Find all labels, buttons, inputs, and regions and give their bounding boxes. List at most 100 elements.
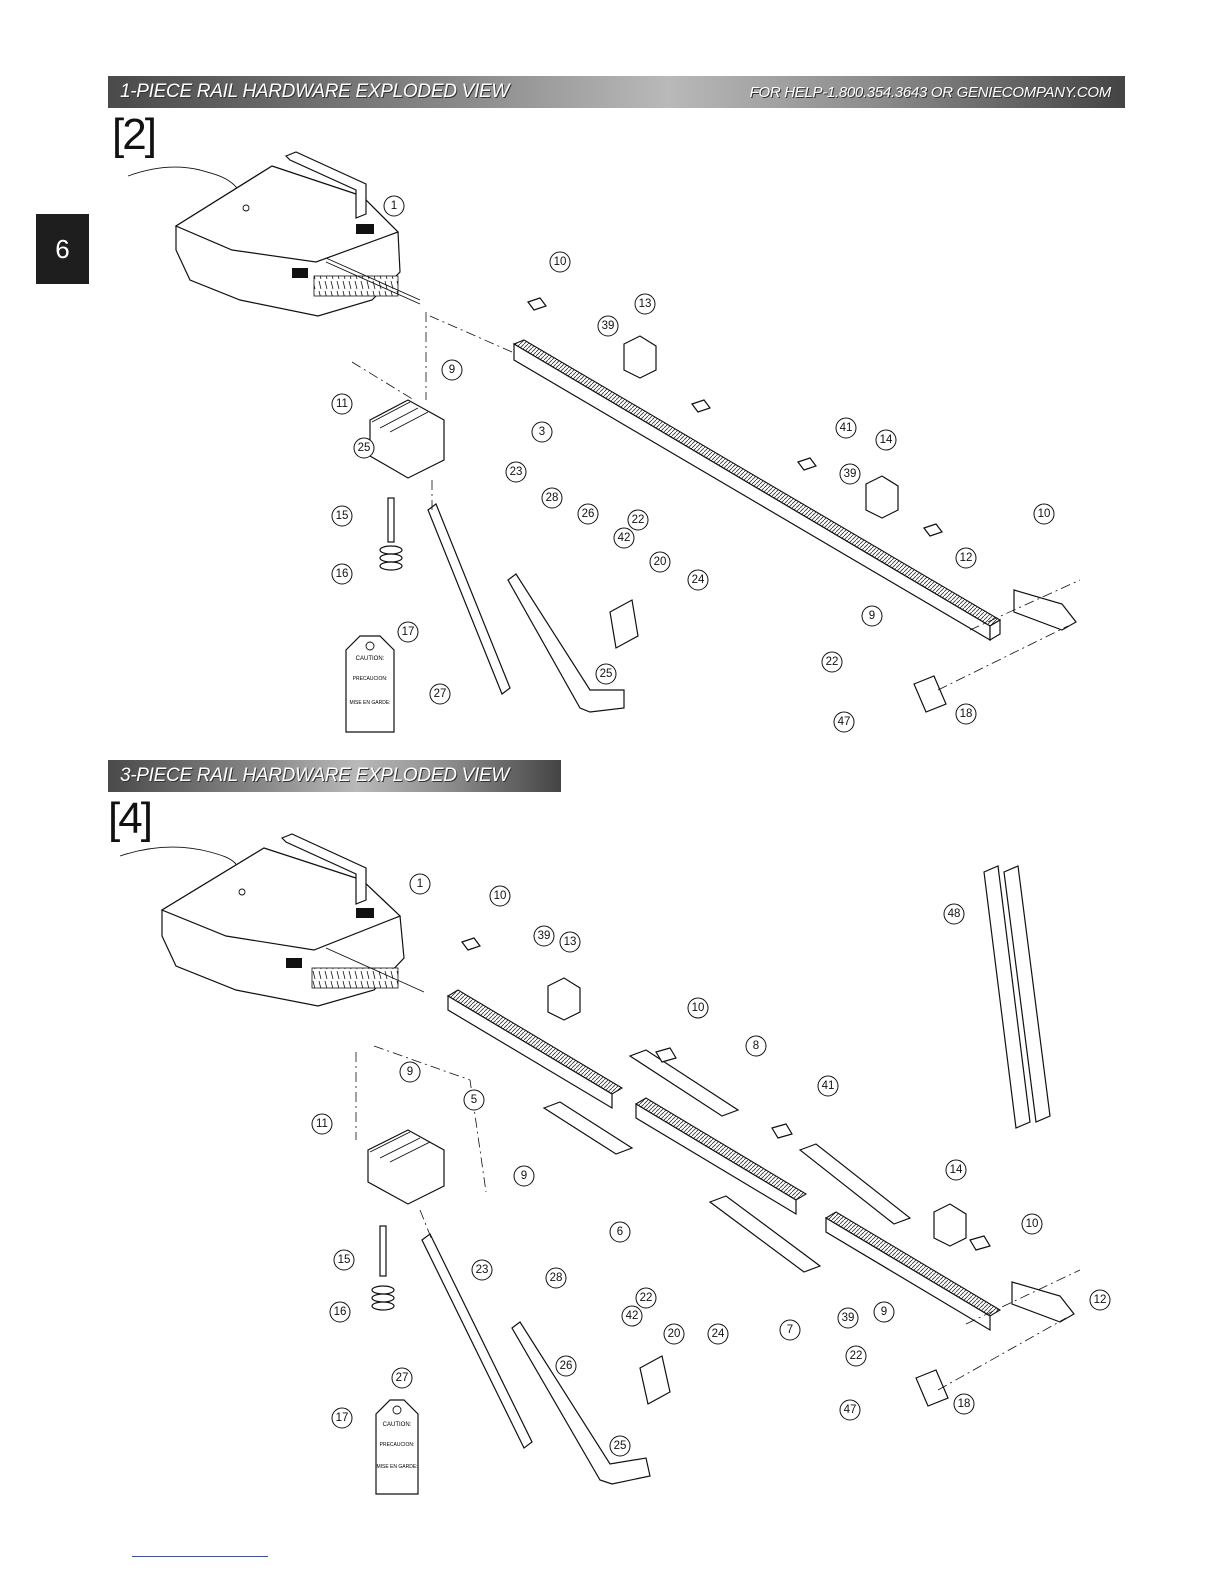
svg-text:20: 20 [654,556,667,568]
svg-text:13: 13 [639,298,652,310]
svg-text:1: 1 [417,878,423,890]
callout: 41 [817,1075,839,1097]
svg-text:42: 42 [618,532,631,544]
svg-text:47: 47 [838,716,851,728]
svg-text:10: 10 [1038,508,1051,520]
callout: 20 [649,551,671,573]
svg-text:20: 20 [668,1328,681,1340]
svg-text:18: 18 [958,1398,971,1410]
svg-text:39: 39 [602,320,615,332]
svg-text:25: 25 [358,442,371,454]
callouts-diagram-1: 1 10 13 39 9 3 11 25 41 14 39 23 28 26 2… [331,195,1055,733]
callouts-diagram-2: 1 10 39 13 48 10 8 9 5 41 11 9 6 14 10 1… [311,873,1111,1457]
callout: 25 [609,1435,631,1457]
spring-15 [387,497,395,543]
callout: 22 [627,509,649,531]
callout: 12 [1089,1289,1111,1311]
help-contact: FOR HELP-1.800.354.3643 OR GENIECOMPANY.… [749,83,1112,101]
clip [923,523,943,537]
reinforcement-bracket-48 [983,865,1031,1129]
callout: 9 [513,1165,535,1187]
figure-label-4: [4] [108,794,153,843]
callout: 13 [559,931,581,953]
svg-text:28: 28 [546,492,559,504]
nut-stack-16 [371,1285,395,1311]
hanger-14 [865,475,899,519]
svg-text:24: 24 [692,574,705,586]
callout: 28 [541,487,563,509]
tag-mise: MISE EN GARDE: [376,1464,417,1470]
warning-tag-1: CAUTION: PRECAUCION: MISE EN GARDE: [345,635,395,733]
callout: 23 [471,1259,493,1281]
splice-bracket [708,1195,822,1273]
svg-text:10: 10 [692,1002,705,1014]
clip [527,297,547,311]
rail-section-7 [824,1211,1002,1332]
callout: 18 [955,703,977,725]
callout: 15 [333,1249,355,1271]
svg-text:13: 13 [564,936,577,948]
callout: 16 [329,1301,351,1323]
tag-precaucion: PRECAUCION: [380,1442,415,1448]
callout: 10 [489,885,511,907]
callout: 48 [943,903,965,925]
callout: 17 [331,1407,353,1429]
svg-text:26: 26 [560,1360,573,1372]
callout: 14 [945,1159,967,1181]
svg-text:14: 14 [880,434,893,446]
hanger-13 [547,977,581,1021]
callout: 26 [555,1355,577,1377]
svg-text:22: 22 [632,514,645,526]
callout: 41 [835,417,857,439]
svg-text:26: 26 [582,508,595,520]
svg-text:24: 24 [712,1328,725,1340]
svg-text:6: 6 [617,1226,623,1238]
callout: 47 [833,711,855,733]
section-banner-3-piece: 3-PIECE RAIL HARDWARE EXPLODED VIEW [108,760,561,792]
callout: 25 [595,663,617,685]
svg-text:23: 23 [476,1264,489,1276]
page-tab: 6 [36,214,89,284]
hanger-13 [623,335,657,379]
svg-text:17: 17 [336,1412,349,1424]
motor-head-unit [174,151,421,317]
header-bracket-18 [913,675,947,713]
callout: 8 [745,1035,767,1057]
callout: 10 [687,997,709,1019]
clip [797,457,817,471]
clip [771,1123,793,1139]
warning-tag-2: CAUTION: PRECAUCION: MISE EN GARDE: [375,1399,419,1495]
nut-stack-16 [379,545,403,571]
splice-bracket [798,1143,912,1225]
callout: 24 [687,569,709,591]
callout: 23 [505,461,527,483]
door-bracket-20 [639,1355,671,1405]
callout: 1 [409,873,431,895]
section-title-1-piece: 1-PIECE RAIL HARDWARE EXPLODED VIEW [120,81,509,102]
callout: 18 [953,1393,975,1415]
callout: 25 [353,437,375,459]
svg-text:27: 27 [434,688,447,700]
splice-bracket [628,1049,740,1117]
diagram-1: CAUTION: PRECAUCION: MISE EN GARDE: 1 10… [127,151,1081,733]
callout: 27 [391,1367,413,1389]
callout: 3 [531,421,553,443]
straight-arm [421,1233,533,1449]
callout: 16 [331,563,353,585]
callout: 9 [441,359,463,381]
callout: 42 [613,527,635,549]
callout: 39 [839,463,861,485]
tag-caution: CAUTION: [383,1422,412,1428]
callout: 10 [549,251,571,273]
svg-text:10: 10 [494,890,507,902]
svg-text:9: 9 [407,1066,413,1078]
callout: 39 [837,1307,859,1329]
svg-text:10: 10 [1026,1218,1039,1230]
trolley [369,399,445,479]
callout: 27 [429,683,451,705]
curved-arm [511,1321,651,1485]
diagram-2: CAUTION: PRECAUCION: MISE EN GARDE: 1 10… [119,833,1111,1495]
clip [461,937,481,951]
clip [969,1235,991,1251]
